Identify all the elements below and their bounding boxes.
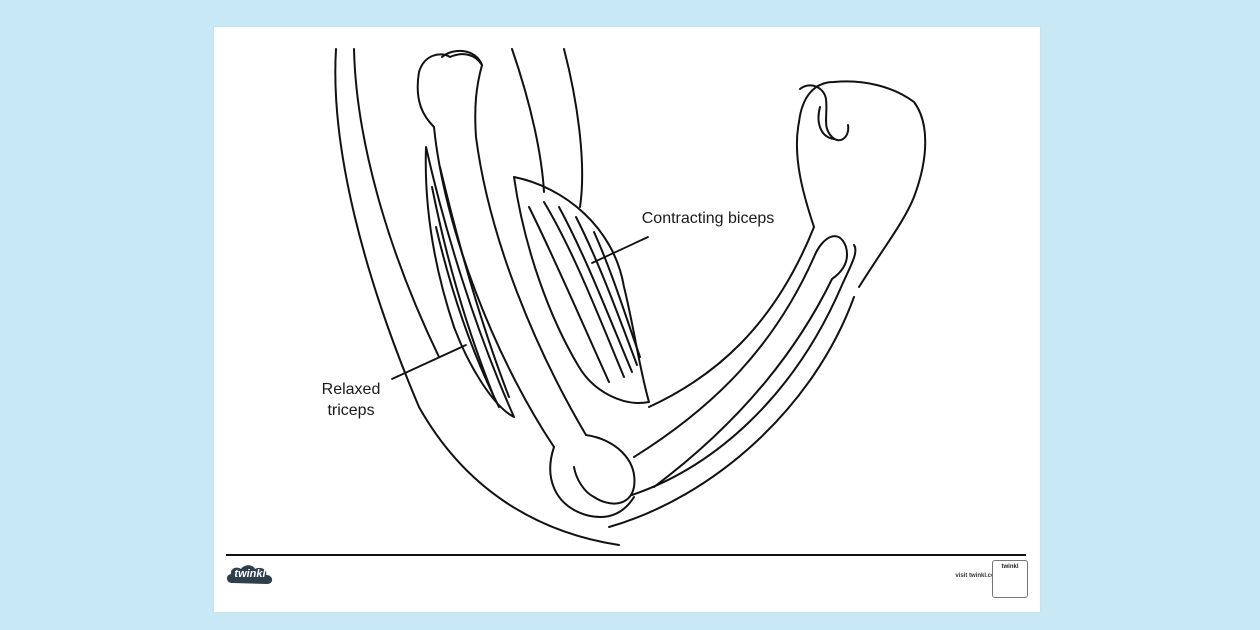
biceps-fiber: [543, 201, 625, 378]
site-url: visit twinkl.com: [955, 573, 1000, 579]
logo-text: twinkl: [234, 568, 266, 580]
triceps-label: Relaxed triceps: [321, 381, 381, 419]
quality-badge: twinkl: [992, 560, 1028, 598]
biceps-fiber: [558, 206, 633, 373]
arm-outline-back: [334, 48, 620, 546]
radius-bone: [633, 235, 848, 488]
thumb: [799, 84, 850, 142]
biceps-label: Contracting biceps: [641, 210, 775, 227]
biceps-fiber: [575, 216, 638, 366]
knuckle: [817, 106, 835, 140]
flexed-arm-diagram: [334, 48, 927, 546]
triceps-leader-line: [391, 344, 467, 380]
biceps-leader-line: [591, 236, 649, 264]
forearm-outline-bottom: [608, 296, 855, 528]
fist: [795, 80, 927, 288]
biceps-muscle: [513, 176, 650, 404]
arm-outline-front: [563, 48, 584, 208]
biceps-fiber: [593, 231, 641, 358]
elbow-joint: [573, 434, 636, 505]
biceps-fiber: [528, 206, 610, 383]
forearm-outline-top: [648, 226, 815, 408]
triceps-fiber: [439, 166, 510, 398]
logo-cloud-icon: [226, 565, 273, 584]
triceps-fiber: [435, 226, 500, 408]
badge-text: twinkl: [1001, 564, 1019, 570]
triceps-fiber: [431, 186, 495, 398]
humerus-bone: [441, 49, 587, 436]
worksheet-page: Contracting biceps Relaxed triceps twink…: [214, 27, 1040, 612]
humerus-head: [418, 53, 483, 73]
ulna-bone: [631, 244, 857, 496]
elbow-olecranon: [549, 446, 635, 518]
arm-outline-back-inner: [353, 48, 440, 358]
footer-divider: [226, 554, 1026, 556]
triceps-muscle: [424, 146, 515, 418]
arm-outline-front-inner: [511, 48, 545, 193]
humerus-bone-inner: [416, 71, 555, 448]
twinkl-logo: twinkl: [224, 561, 276, 591]
